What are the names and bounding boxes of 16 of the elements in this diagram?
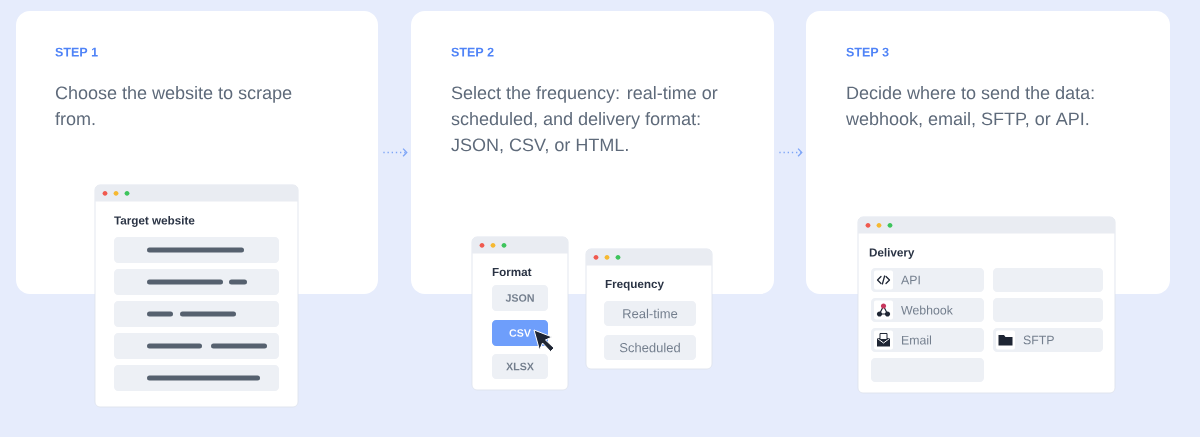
option-button: Real-time	[604, 301, 696, 326]
panel-title: Frequency	[605, 280, 664, 291]
step-label: STEP 2	[451, 47, 494, 57]
panel-title: Target website	[114, 216, 195, 227]
step-description: Choose the website to scrape from.	[55, 86, 292, 126]
option-button: Scheduled	[604, 335, 696, 360]
arrow	[382, 148, 408, 157]
step-description: Decide where to send the data: webhook, email, SFTP, or API.	[846, 86, 1094, 128]
option-button: JSON	[492, 285, 548, 311]
arrow	[778, 148, 803, 157]
step-label: STEP 1	[55, 47, 98, 57]
step-label: STEP 3	[846, 47, 889, 57]
panel-title: Delivery	[869, 248, 915, 259]
step-description: Select the frequency: real-time or scheduled, and delivery format: JSON, CSV, or HTML.	[451, 86, 718, 154]
option-button: XLSX	[492, 354, 548, 379]
panel-title: Format	[492, 268, 532, 277]
